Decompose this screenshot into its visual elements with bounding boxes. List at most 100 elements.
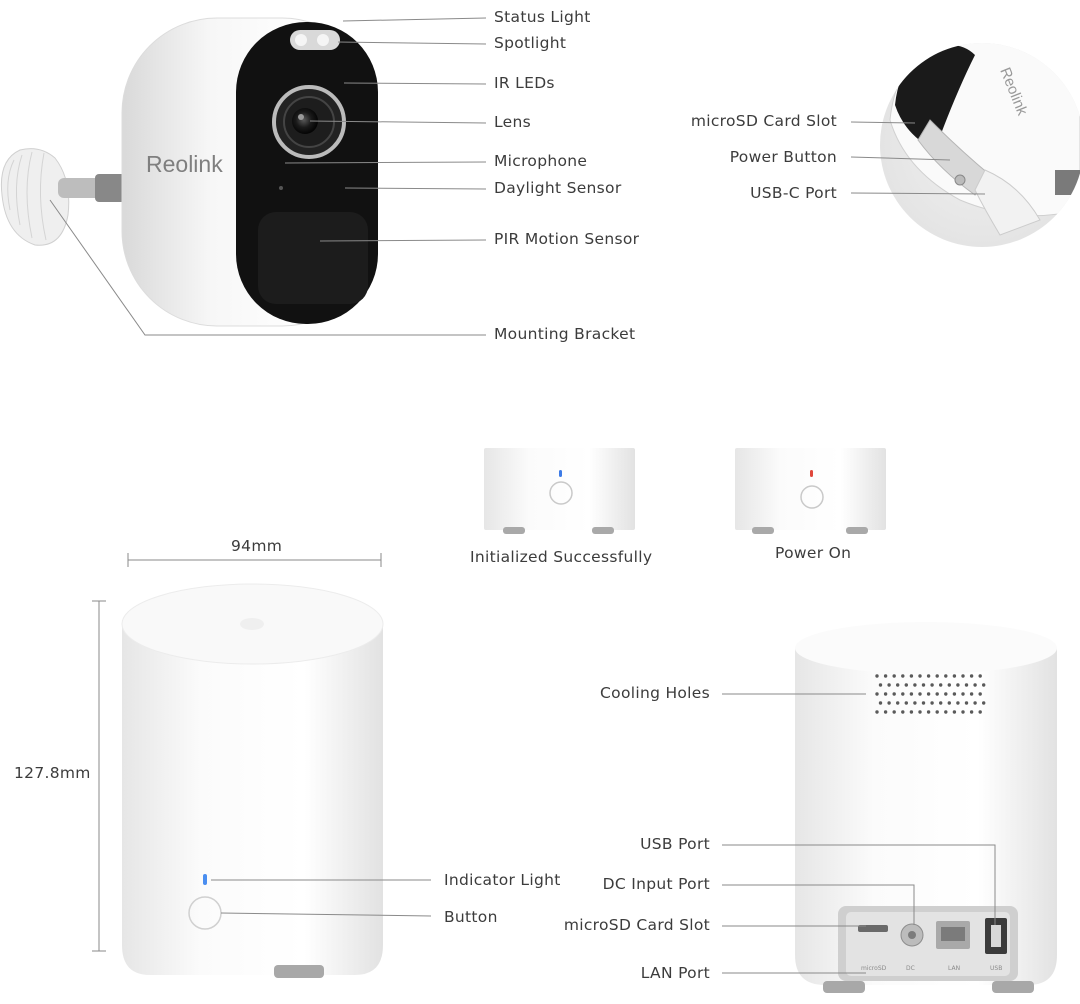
cooling-hole — [952, 710, 957, 714]
cooling-hole — [944, 692, 948, 696]
camera-illustration: Reolink — [0, 17, 378, 327]
cooling-hole — [930, 701, 934, 705]
cooling-hole — [956, 683, 960, 687]
lens-graphic — [272, 85, 346, 159]
indicator-led-graphic — [203, 874, 207, 885]
cooling-hole — [935, 692, 939, 696]
cooling-hole — [909, 710, 914, 714]
hub-state-power-on-graphic — [735, 448, 886, 534]
label-lan-port: LAN Port — [640, 964, 710, 982]
cooling-hole — [956, 701, 960, 705]
cooling-holes-graphic — [875, 674, 986, 714]
cooling-hole — [896, 701, 900, 705]
label-spotlight: Spotlight — [494, 34, 567, 52]
label-dc-input: DC Input Port — [602, 875, 710, 893]
cooling-hole — [947, 683, 951, 687]
label-status-light: Status Light — [494, 8, 591, 26]
camera-leader-lines — [49, 17, 487, 336]
cooling-hole — [952, 674, 957, 678]
port-marking-dc: DC — [906, 965, 915, 972]
cooling-hole — [961, 692, 965, 696]
cooling-hole — [918, 692, 922, 696]
cooling-hole — [939, 683, 943, 687]
camera-brand-text: Reolink — [146, 151, 223, 177]
cooling-hole — [935, 674, 939, 678]
cooling-hole — [961, 710, 965, 714]
label-power-on: Power On — [775, 544, 852, 562]
cooling-hole — [926, 674, 931, 678]
indicator-led-red — [810, 470, 813, 477]
cooling-hole — [939, 701, 943, 705]
cooling-hole — [878, 701, 883, 705]
cooling-hole — [978, 692, 982, 696]
cooling-hole — [944, 710, 948, 714]
label-button: Button — [444, 908, 498, 926]
hub-front-leader-lines — [211, 879, 432, 917]
cooling-hole — [875, 692, 879, 696]
cooling-hole — [944, 674, 948, 678]
cooling-hole — [918, 674, 922, 678]
mounting-bracket-graphic — [0, 148, 128, 246]
cooling-hole — [969, 674, 974, 678]
cooling-hole — [901, 710, 905, 714]
cooling-hole — [969, 692, 974, 696]
cooling-hole — [926, 710, 931, 714]
cooling-hole — [978, 710, 982, 714]
cooling-hole — [909, 674, 914, 678]
label-back-microsd: microSD Card Slot — [563, 916, 710, 934]
port-marking-lan: LAN — [948, 965, 960, 972]
cooling-hole — [930, 683, 934, 687]
label-cooling-holes: Cooling Holes — [600, 684, 710, 702]
label-indicator-light: Indicator Light — [444, 871, 561, 889]
cooling-hole — [883, 710, 888, 714]
cooling-hole — [961, 674, 965, 678]
port-marking-microsd: microSD — [861, 965, 887, 972]
hub-back-leader-lines — [722, 693, 996, 974]
cooling-hole — [935, 710, 939, 714]
cooling-hole — [892, 710, 896, 714]
cooling-hole — [918, 710, 922, 714]
label-mounting-bracket: Mounting Bracket — [494, 325, 636, 343]
label-width: 94mm — [231, 537, 283, 555]
cooling-hole — [896, 683, 900, 687]
cooling-hole — [887, 701, 891, 705]
hub-front-graphic — [121, 583, 384, 978]
cooling-hole — [909, 692, 914, 696]
cooling-hole — [926, 692, 931, 696]
cooling-hole — [947, 701, 951, 705]
cooling-hole — [952, 692, 957, 696]
cooling-hole — [982, 701, 986, 705]
cooling-hole — [878, 683, 883, 687]
cooling-hole — [978, 674, 982, 678]
camera-side-zoom: Reolink — [880, 43, 1080, 247]
cooling-hole — [973, 683, 977, 687]
cooling-hole — [887, 683, 891, 687]
hub-state-initialized-graphic — [484, 448, 635, 534]
cooling-hole — [982, 683, 986, 687]
label-lens: Lens — [494, 113, 531, 131]
cooling-hole — [892, 674, 896, 678]
cooling-hole — [875, 674, 879, 678]
cooling-hole — [883, 674, 888, 678]
label-microphone: Microphone — [494, 152, 588, 170]
cooling-hole — [921, 701, 926, 705]
cooling-hole — [973, 701, 977, 705]
cooling-hole — [883, 692, 888, 696]
label-side-microsd: microSD Card Slot — [690, 112, 837, 130]
cooling-hole — [901, 674, 905, 678]
cooling-hole — [904, 701, 908, 705]
indicator-led-blue — [559, 470, 562, 477]
cooling-hole — [964, 701, 969, 705]
cooling-hole — [904, 683, 908, 687]
dimension-lines — [92, 553, 382, 952]
microsd-slot-graphic — [858, 925, 888, 932]
spotlight-graphic — [290, 30, 340, 50]
label-usb-port: USB Port — [640, 835, 710, 853]
cooling-hole — [964, 683, 969, 687]
cooling-hole — [913, 683, 917, 687]
cooling-hole — [921, 683, 926, 687]
cooling-hole — [913, 701, 917, 705]
label-side-power-button: Power Button — [729, 148, 837, 166]
label-ir-leds: IR LEDs — [494, 74, 555, 92]
